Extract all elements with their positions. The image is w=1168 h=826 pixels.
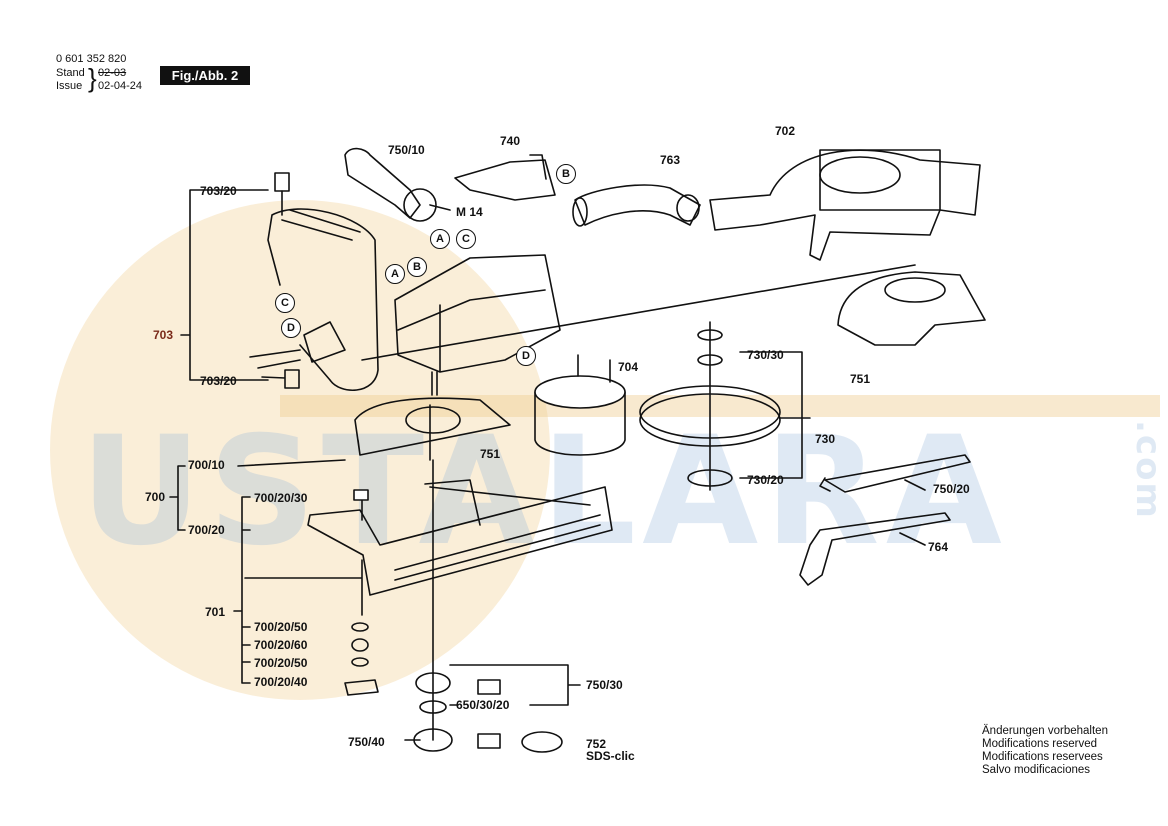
label-730: 730 (815, 432, 836, 446)
label-m14: M 14 (456, 205, 483, 219)
issue-label: Issue (56, 80, 83, 92)
watermark-suffix: .com (1128, 420, 1168, 520)
pointer-line (249, 349, 301, 369)
bracket-750-30 (449, 664, 581, 706)
label-700-20-50-b: 700/20/50 (254, 656, 308, 670)
label-750-40: 750/40 (348, 735, 385, 749)
part-740 (454, 154, 556, 201)
flange-nut (415, 672, 451, 694)
label-752: 752 (586, 737, 607, 751)
label-703-20-bottom: 703/20 (200, 374, 237, 388)
bolt-lower (261, 369, 300, 389)
label-763: 763 (660, 153, 681, 167)
label-704: 704 (618, 360, 639, 374)
bracket-700 (169, 465, 186, 531)
long-diagonal (361, 264, 916, 361)
label-750-30: 750/30 (586, 678, 623, 692)
callout-d-2: D (516, 346, 536, 366)
callout-a-1: A (430, 229, 450, 249)
label-730-30: 730/30 (747, 348, 784, 362)
note-es: Salvo modificaciones (982, 764, 1091, 776)
label-764: 764 (928, 540, 949, 554)
label-730-20: 730/20 (747, 473, 784, 487)
label-700-20-40: 700/20/40 (254, 675, 308, 689)
label-700-10: 700/10 (188, 458, 225, 472)
label-751-right: 751 (850, 372, 871, 386)
note-en: Modifications reserved (982, 738, 1098, 750)
label-751-lower: 751 (480, 447, 501, 461)
spanner-764 (799, 512, 951, 586)
bracket-703 (180, 189, 269, 381)
sds-clic-nut (521, 731, 563, 753)
callout-b-1: B (556, 164, 576, 184)
label-700-20-60: 700/20/60 (254, 638, 308, 652)
label-700-20-30: 700/20/30 (254, 491, 308, 505)
label-700: 700 (145, 490, 166, 504)
issue-date: 02-04-24 (98, 80, 143, 92)
grinder-body (394, 254, 561, 373)
bracket-plate (303, 321, 346, 363)
brace-glyph: } (88, 63, 97, 93)
callout-d-1: D (281, 318, 301, 338)
hose-763 (574, 184, 701, 226)
note-fr: Modifications reservees (982, 751, 1103, 763)
callout-c-1: C (456, 229, 476, 249)
wing-nut (344, 679, 379, 696)
label-703: 703 (153, 328, 174, 342)
side-handle (344, 147, 421, 219)
guard-751-right (837, 271, 986, 346)
modification-notes: Änderungen vorbehalten Modifications res… (982, 725, 1108, 777)
callout-c-2: C (275, 293, 295, 313)
callout-b-2: B (407, 257, 427, 277)
stand-date: 02-03 (98, 67, 127, 79)
label-740: 740 (500, 134, 521, 148)
label-sds-clic: SDS-clic (586, 749, 635, 763)
label-650-30-20: 650/30/20 (456, 698, 510, 712)
bracket-701 (233, 496, 251, 684)
callout-a-2: A (385, 264, 405, 284)
label-703-20-top: 703/20 (200, 184, 237, 198)
figure-badge: Fig./Abb. 2 (160, 66, 250, 85)
bow-handle (267, 208, 379, 392)
label-700-20-50-a: 700/20/50 (254, 620, 308, 634)
guard-702 (709, 149, 981, 261)
bracket-730 (739, 351, 811, 479)
part-704 (534, 391, 626, 456)
base-plate (307, 486, 613, 596)
label-702: 702 (775, 124, 796, 138)
label-701: 701 (205, 605, 226, 619)
label-700-20: 700/20 (188, 523, 225, 537)
label-750-10: 750/10 (388, 143, 425, 157)
stand-label: Stand (56, 67, 85, 79)
spanner-750-20 (819, 454, 971, 493)
note-de: Änderungen vorbehalten (982, 725, 1108, 737)
part-number: 0 601 352 820 (56, 53, 127, 65)
label-750-20: 750/20 (933, 482, 970, 496)
